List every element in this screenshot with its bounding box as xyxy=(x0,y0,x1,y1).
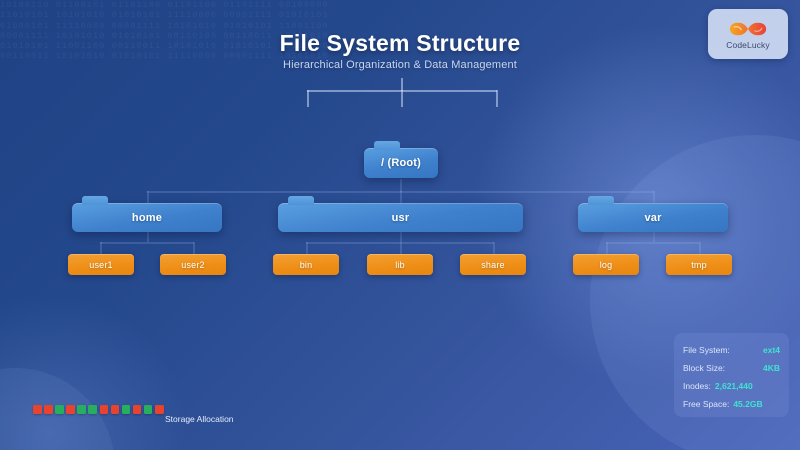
info-value: ext4 xyxy=(762,345,780,355)
tree-leaf-label: tmp xyxy=(691,259,707,270)
tree-leaf-label: log xyxy=(599,259,613,270)
allocation-block-used xyxy=(132,405,142,414)
header-bracket-bar xyxy=(307,90,497,92)
tree-node-root[interactable]: / (Root) xyxy=(364,141,438,178)
connector-usr-bus xyxy=(306,242,494,244)
tree-leaf-share[interactable]: share xyxy=(460,254,526,275)
folder-tab-icon xyxy=(288,196,314,205)
tree-leaf-label: user2 xyxy=(181,259,205,270)
page-title: File System Structure xyxy=(279,30,521,56)
info-label: Block Size: xyxy=(683,363,726,373)
tree-node-label: / (Root) xyxy=(380,157,422,169)
allocation-block-used xyxy=(44,405,53,414)
connector-usr-stem xyxy=(400,232,402,242)
folder-tab-icon xyxy=(82,196,108,205)
tree-node-label: home xyxy=(131,211,163,224)
allocation-block-used xyxy=(110,405,120,414)
connector-root-stem xyxy=(400,179,402,192)
tree-leaf-label: share xyxy=(481,259,505,270)
tree-leaf-log[interactable]: log xyxy=(573,254,639,275)
connector-home-stem xyxy=(147,232,149,242)
allocation-block-free xyxy=(121,405,131,414)
tree-leaf-label: bin xyxy=(299,259,313,270)
allocation-block-free xyxy=(143,405,153,414)
info-label: Free Space: xyxy=(683,399,730,409)
storage-allocation-label: Storage Allocation xyxy=(165,414,234,424)
page-subtitle: Hierarchical Organization & Data Managem… xyxy=(283,59,517,71)
tree-leaf-label: user1 xyxy=(89,259,113,270)
allocation-block-free xyxy=(55,405,64,414)
allocation-block-used xyxy=(33,405,42,414)
folder-tab-icon xyxy=(374,141,400,150)
header-bracket-stem xyxy=(401,78,403,91)
info-label: Inodes: xyxy=(683,381,711,391)
tree-node-label: var xyxy=(644,211,662,224)
tree-leaf-bin[interactable]: bin xyxy=(273,254,339,275)
logo-text: CodeLucky xyxy=(726,39,770,50)
tree-leaf-tmp[interactable]: tmp xyxy=(666,254,732,275)
allocation-block-free xyxy=(77,405,86,414)
tree-leaf-lib[interactable]: lib xyxy=(367,254,433,275)
header-bracket-drop-left xyxy=(307,90,309,107)
allocation-block-list xyxy=(33,405,164,414)
folder-tab-icon xyxy=(588,196,614,205)
info-row-freespace: Free Space: 45.2GB xyxy=(683,395,780,413)
info-value: 2,621,440 xyxy=(714,381,753,391)
filesystem-info-panel: File System: ext4 Block Size: 4KB Inodes… xyxy=(674,333,789,417)
info-label: File System: xyxy=(683,345,730,355)
codelucky-logo[interactable]: CodeLucky xyxy=(708,9,788,59)
allocation-block-used xyxy=(66,405,75,414)
tree-leaf-user2[interactable]: user2 xyxy=(160,254,226,275)
tree-leaf-label: lib xyxy=(395,259,405,270)
allocation-block-free xyxy=(88,405,97,414)
connector-home-bus xyxy=(100,242,194,244)
tree-leaf-user1[interactable]: user1 xyxy=(68,254,134,275)
header-bracket-drop-right xyxy=(496,90,498,107)
tree-node-var[interactable]: var xyxy=(578,196,728,232)
info-row-filesystem: File System: ext4 xyxy=(683,341,780,359)
tree-node-home[interactable]: home xyxy=(72,196,222,232)
tree-node-usr[interactable]: usr xyxy=(278,196,523,232)
connector-level2-bus xyxy=(147,191,654,193)
connector-var-bus xyxy=(606,242,700,244)
connector-var-stem xyxy=(653,232,655,242)
header-bracket-drop-center xyxy=(401,90,403,107)
info-value: 4KB xyxy=(762,363,780,373)
tree-node-label: usr xyxy=(391,211,410,224)
infinity-icon xyxy=(729,22,767,35)
storage-allocation-bar xyxy=(33,405,164,414)
allocation-block-used xyxy=(99,405,109,414)
info-row-inodes: Inodes: 2,621,440 xyxy=(683,377,780,395)
info-value: 45.2GB xyxy=(733,399,763,409)
allocation-block-used xyxy=(155,405,164,414)
info-row-blocksize: Block Size: 4KB xyxy=(683,359,780,377)
